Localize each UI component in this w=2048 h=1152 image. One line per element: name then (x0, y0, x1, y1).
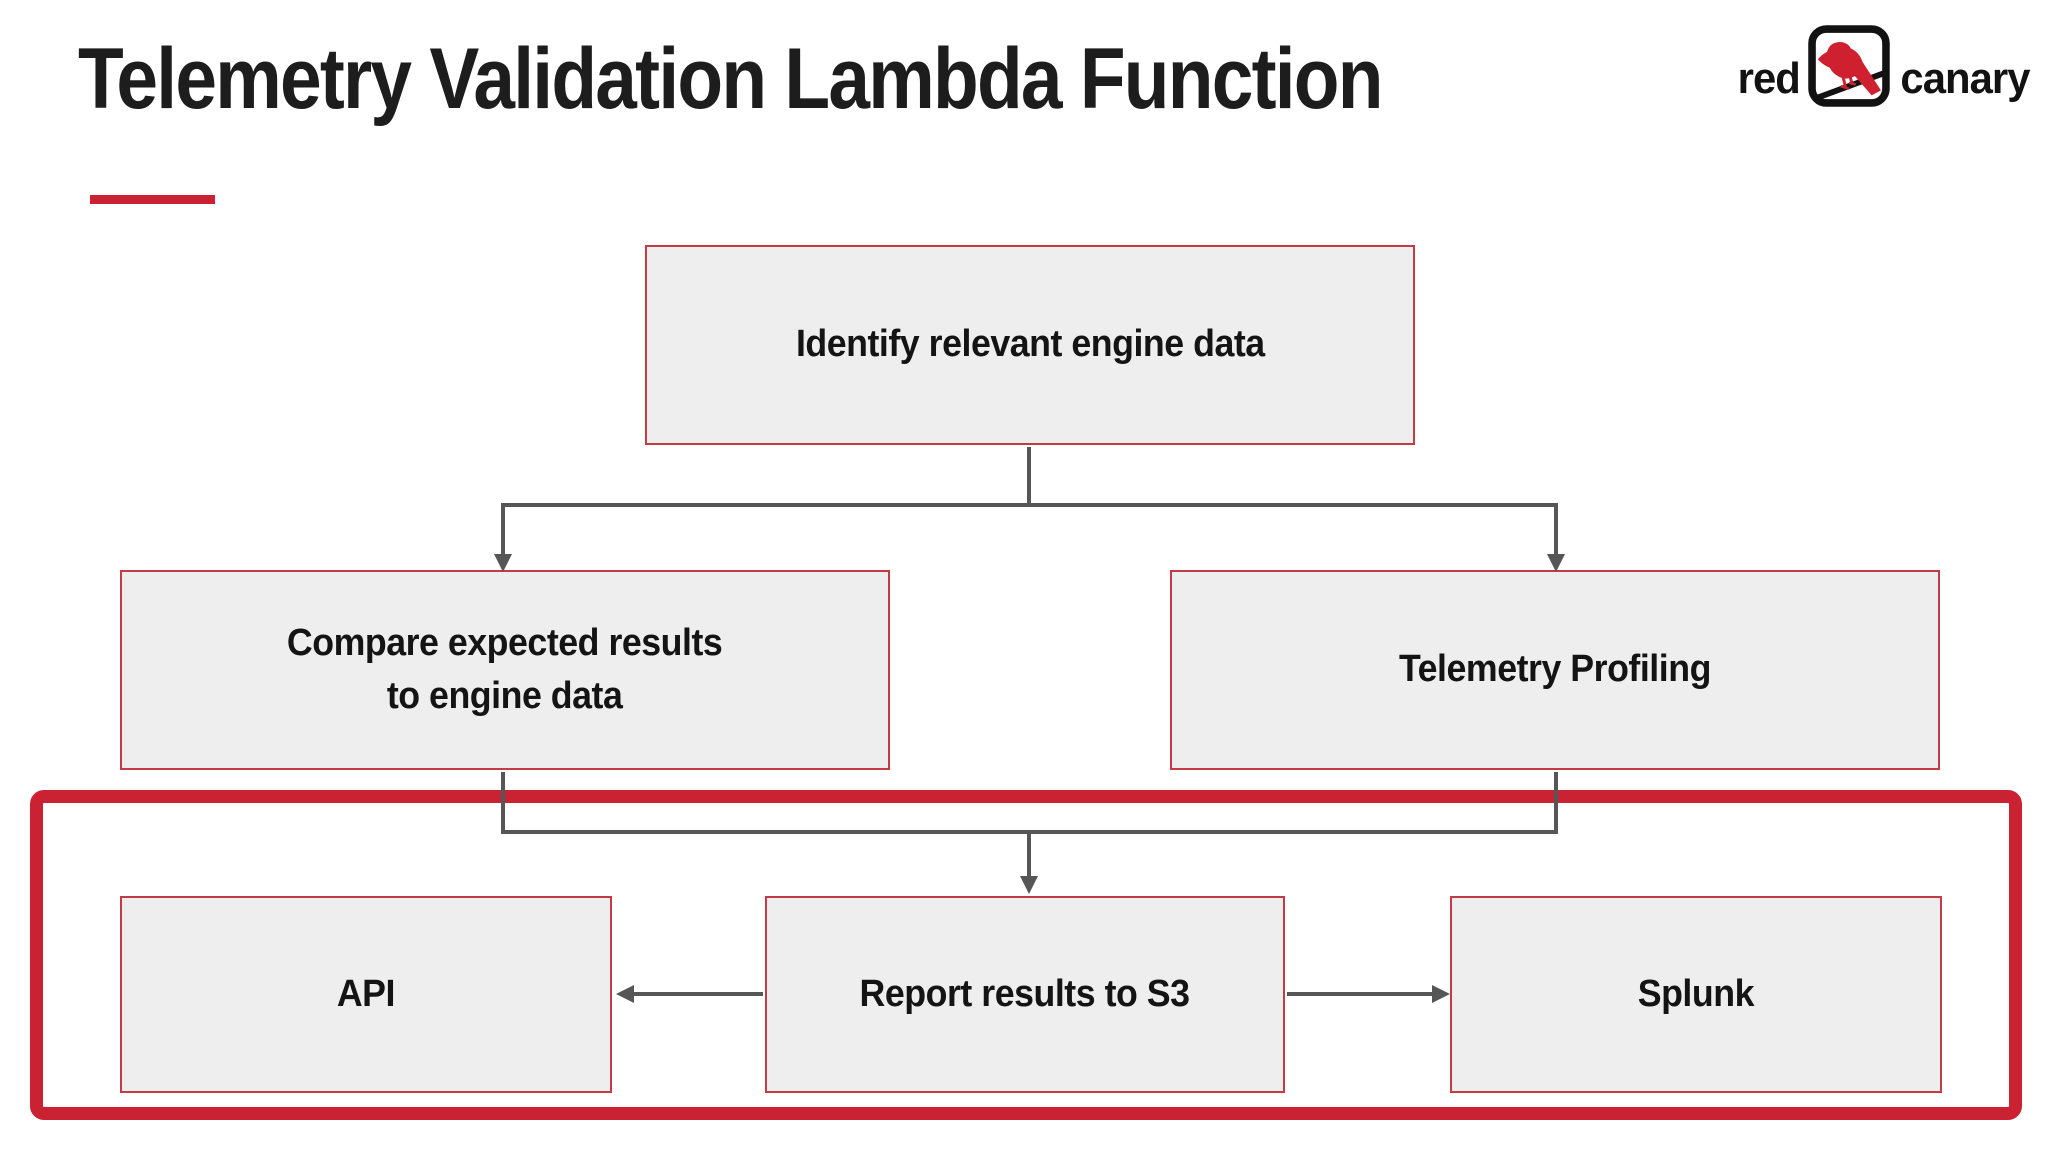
node-telemetry-profiling: Telemetry Profiling (1170, 570, 1940, 770)
logo-word-red: red (1737, 54, 1801, 103)
node-label: Splunk (1637, 972, 1755, 1015)
title-underline (90, 195, 215, 204)
node-api: API (120, 896, 612, 1093)
red-canary-logo: red canary (1736, 24, 2033, 108)
node-label: Report results to S3 (859, 972, 1190, 1015)
node-identify-engine-data: Identify relevant engine data (645, 245, 1415, 445)
node-label: Identify relevant engine data (795, 323, 1265, 366)
node-splunk: Splunk (1450, 896, 1942, 1093)
node-compare-results: Compare expected results to engine data (120, 570, 890, 770)
node-report-results-s3: Report results to S3 (765, 896, 1285, 1093)
logo-word-canary: canary (1900, 54, 2031, 103)
node-label: Compare expected results to engine data (287, 621, 723, 717)
page-title: Telemetry Validation Lambda Function (78, 31, 1383, 127)
node-label: API (336, 972, 396, 1015)
highlight-region (30, 790, 2022, 1120)
canary-bird-icon (1808, 25, 1891, 107)
node-label: Telemetry Profiling (1399, 648, 1711, 691)
